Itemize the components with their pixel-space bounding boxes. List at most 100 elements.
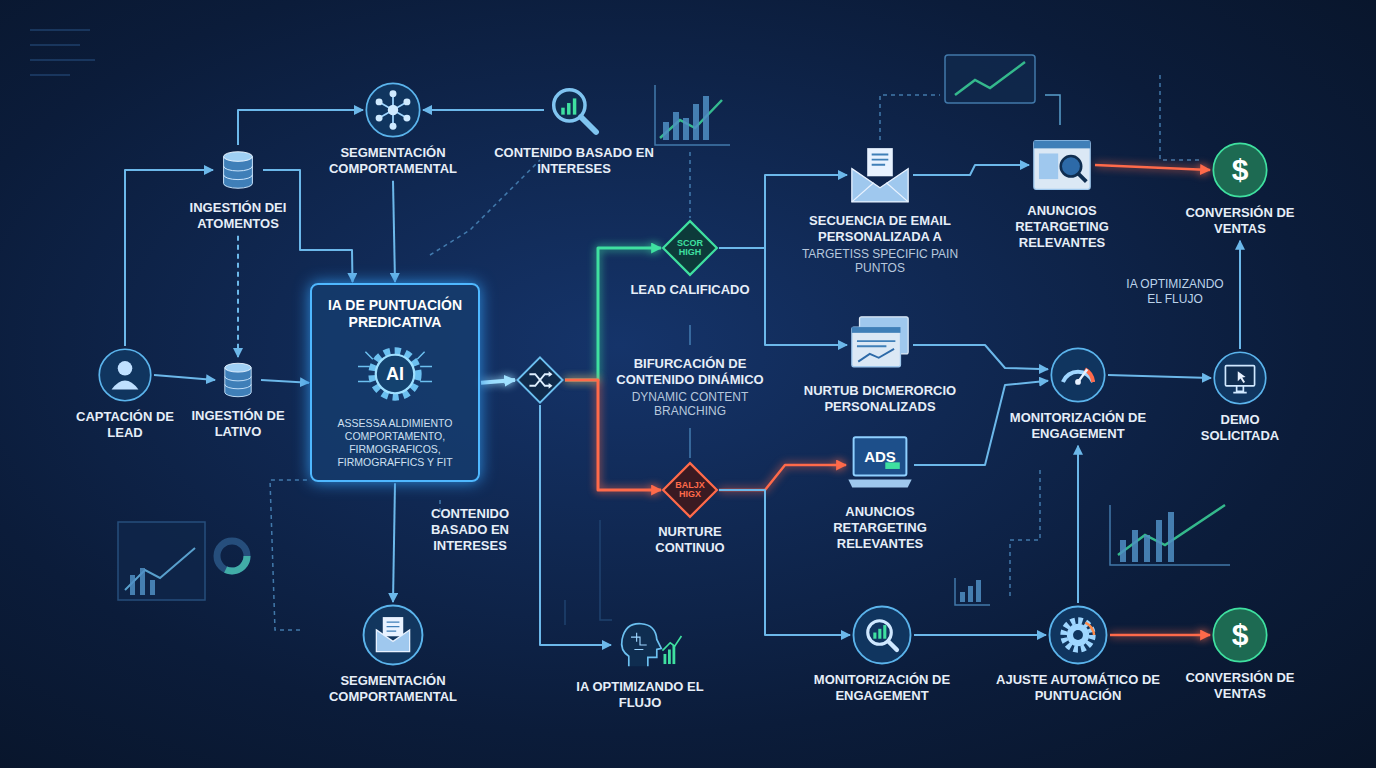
db-icon	[216, 358, 260, 402]
shuffle-graphic	[516, 356, 564, 404]
node-label: ANUNCIOS RETARGETING RELEVANTES	[815, 504, 945, 552]
person-graphic	[97, 347, 153, 403]
connector	[481, 380, 515, 383]
node-label: CONTENIDO BASADO EN INTERESES	[494, 145, 654, 177]
connector	[1077, 446, 1079, 603]
node-label: SEGMENTACIÓN COMPORTAMENTAL	[318, 145, 468, 177]
box-body: ASSESSA ALDIMIENTO COMPORTAMENTO, FIRMOG…	[322, 417, 468, 468]
connector	[1239, 241, 1241, 349]
inside-text: $	[1232, 619, 1249, 651]
email-node: SECUENCIA DE EMAIL PERSONALIZADA ATARGET…	[780, 143, 980, 276]
laptop-graphic	[847, 432, 913, 498]
connector	[393, 483, 395, 602]
connector	[913, 165, 1029, 175]
sub-label: DYNAMIC CONTENT BRANCHING	[610, 390, 770, 419]
ai-gear-icon: AI	[355, 337, 435, 411]
connector	[719, 465, 846, 490]
ai-text: AI	[386, 365, 404, 384]
env-graphic	[848, 143, 912, 207]
node-label: CAPTACIÓN DE LEAD	[70, 409, 180, 441]
gauge-graphic	[1049, 346, 1107, 404]
db-icon	[214, 146, 262, 194]
data-ingestion: INGESTIÓN DE LATIVO	[183, 358, 293, 440]
scoring-box: IA DE PUNTUACIÓN PREDICATIVA AI ASSESSA AL…	[310, 283, 480, 482]
window-icon	[848, 313, 912, 377]
magnifier-icon	[545, 81, 603, 139]
node-label: MONITORIZACIÓN DE ENGAGEMENT	[807, 672, 957, 704]
network-icon	[364, 81, 422, 139]
browser-icon	[1030, 133, 1094, 197]
connector	[540, 405, 611, 645]
person-icon	[97, 347, 153, 403]
node-label: INGESTIÓN DE LATIVO	[183, 408, 293, 440]
connector	[1108, 375, 1211, 378]
network-graphic	[364, 81, 422, 139]
lead-capture: CAPTACIÓN DE LEAD	[70, 347, 180, 441]
connector	[238, 110, 363, 145]
window-graphic	[848, 313, 912, 377]
envcirc-icon	[361, 603, 425, 667]
decision-diamond: SCOR HIGHLEAD CALIFICADO	[630, 220, 750, 298]
content-node: CONTENIDO BASADO EN INTERESES	[494, 81, 654, 177]
retargeting-node: ANUNCIOS RETARGETING RELEVANTES	[997, 133, 1127, 251]
connector	[261, 380, 309, 383]
node-label: BIFURCACIÓN DE CONTENIDO DINÁMICO	[610, 356, 770, 388]
connector	[719, 490, 850, 635]
node-label: IA OPTIMIZANDO EL FLUJO	[570, 679, 710, 711]
free-label: CONTENIDO BASADO EN INTERESES	[415, 506, 525, 554]
node-label: SECUENCIA DE EMAIL PERSONALIZADA A	[780, 213, 980, 245]
box-title: IA DE PUNTUACIÓN PREDICATIVA	[322, 297, 468, 331]
gdia-icon: SCOR HIGH	[662, 220, 718, 276]
gear-graphic	[1047, 604, 1109, 666]
node-label: NURTUB DICMERORCIO PERSONALIZADS	[770, 383, 990, 415]
node-label: AJUSTE AUTOMÁTICO DE PUNTUACIÓN	[993, 672, 1163, 704]
monitor-icon	[1212, 350, 1268, 406]
connector	[423, 109, 544, 111]
segmentation-node: SEGMENTACIÓN COMPORTAMENTAL	[318, 81, 468, 177]
gauge-icon	[1049, 346, 1107, 404]
chartcirc-icon	[851, 604, 913, 666]
gear-icon	[1047, 604, 1109, 666]
data-ingestion: INGESTIÓN DEI ATOMENTOS	[183, 146, 293, 232]
ai-optimizer: IA OPTIMIZANDO EL FLUJO	[570, 617, 710, 711]
conversion-node: $ CONVERSIÓN DE VENTAS	[1185, 606, 1295, 702]
db-graphic	[216, 358, 260, 402]
head-icon	[612, 617, 668, 673]
nurture-node: NURTUB DICMERORCIO PERSONALIZADS	[770, 313, 990, 415]
dollar-icon: $	[1211, 606, 1269, 664]
magnifier-graphic	[545, 81, 603, 139]
node-label: ANUNCIOS RETARGETING RELEVANTES	[997, 203, 1127, 251]
node-label: SEGMENTACIÓN COMPORTAMENTAL	[318, 673, 468, 705]
connector	[237, 236, 239, 357]
laptop-icon: ADS	[847, 432, 913, 498]
env-icon	[848, 143, 912, 207]
node-label: CONVERSIÓN DE VENTAS	[1185, 205, 1295, 237]
connector	[914, 634, 1046, 636]
node-label: CONVERSIÓN DE VENTAS	[1185, 670, 1295, 702]
connector	[1110, 634, 1210, 637]
decision-diamond: BALJX HIGX NURTURE CONTINUO	[625, 462, 755, 556]
node-label: DEMO SOLICITADA	[1185, 412, 1295, 444]
node-label: NURTURE CONTINUO	[625, 524, 755, 556]
connector	[154, 375, 215, 380]
connector	[125, 170, 213, 346]
node-label: INGESTIÓN DEI ATOMENTOS	[183, 200, 293, 232]
monitor-graphic	[1212, 350, 1268, 406]
inside-text: BALJX HIGX	[675, 481, 705, 500]
inside-text: $	[1232, 154, 1249, 186]
branch-diamond: BIFURCACIÓN DE CONTENIDO DINÁMICODYNAMIC…	[516, 356, 564, 404]
connector	[1095, 165, 1210, 170]
shuffle-icon	[516, 356, 564, 404]
rdia-icon: BALJX HIGX	[662, 462, 718, 518]
db-graphic	[214, 146, 262, 194]
dollar-icon: $	[1211, 141, 1269, 199]
adjust-node: AJUSTE AUTOMÁTICO DE PUNTUACIÓN	[993, 604, 1163, 704]
conversion-node: $ CONVERSIÓN DE VENTAS	[1185, 141, 1295, 237]
browser-graphic	[1030, 133, 1094, 197]
head-graphic	[612, 617, 668, 673]
envcirc-graphic	[361, 603, 425, 667]
ads-node: ADS ANUNCIOS RETARGETING RELEVANTES	[815, 432, 945, 552]
chartcirc-graphic	[851, 604, 913, 666]
branch-label: BIFURCACIÓN DE CONTENIDO DINÁMICODYNAMIC…	[610, 356, 770, 419]
inside-text: SCOR HIGH	[675, 239, 705, 258]
